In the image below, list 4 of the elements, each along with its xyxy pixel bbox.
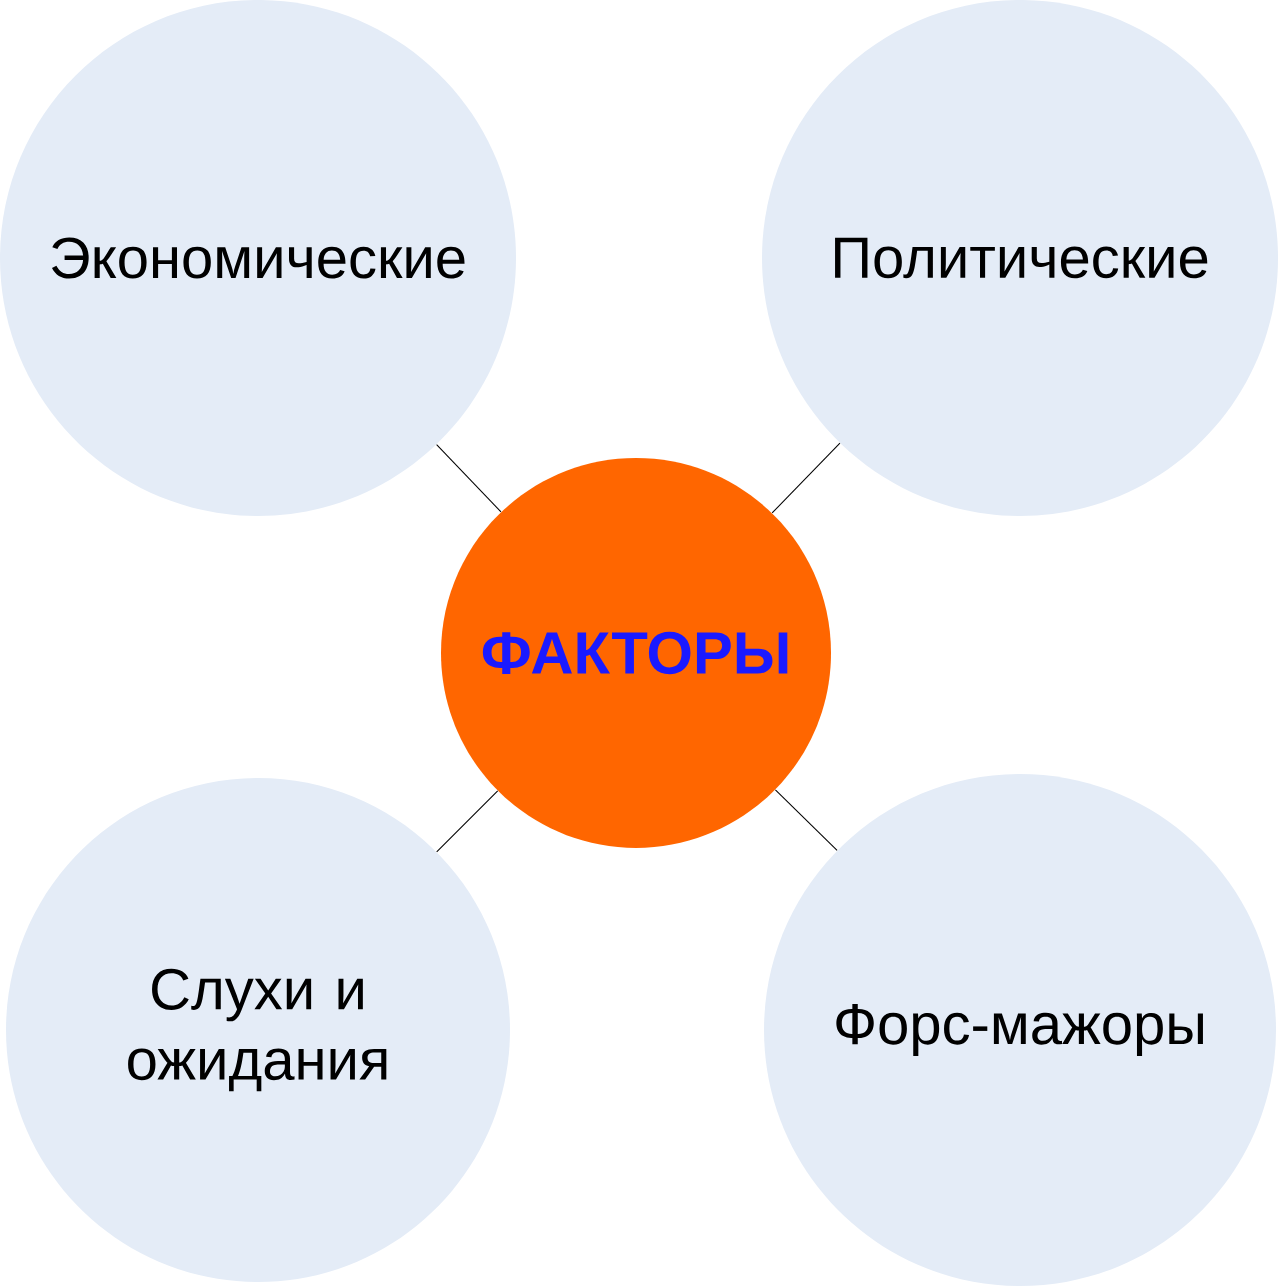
connector-line xyxy=(771,442,841,514)
connector-line xyxy=(774,789,838,851)
connector-line xyxy=(436,790,499,853)
connector-line xyxy=(436,444,502,513)
